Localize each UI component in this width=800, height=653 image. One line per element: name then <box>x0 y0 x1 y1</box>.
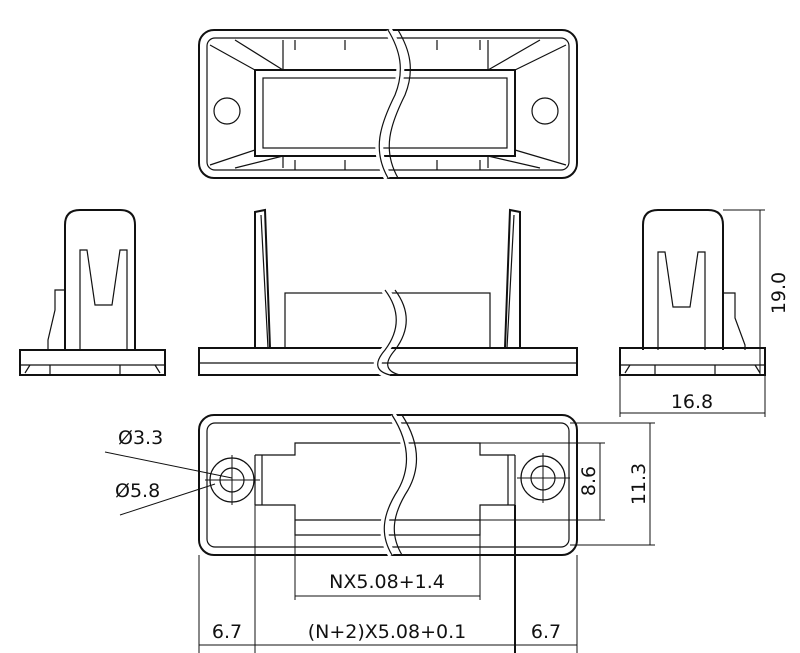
cavity-height-label: 8.6 <box>578 466 600 496</box>
pitch-span-label: NX5.08+1.4 <box>329 571 445 593</box>
mounting-hole-icon <box>213 97 241 125</box>
mounting-hole-icon <box>531 97 559 125</box>
overall-height-label: 19.0 <box>768 272 790 314</box>
left-side-view <box>19 209 166 376</box>
hole-outer-diameter-label: Ø5.8 <box>115 480 160 502</box>
right-side-view: 19.0 16.8 <box>619 209 790 417</box>
side-width-label: 16.8 <box>671 391 713 413</box>
front-view <box>198 208 578 379</box>
top-view <box>198 27 578 180</box>
hole-inner-diameter-label: Ø3.3 <box>118 427 163 449</box>
flange-left-label: 6.7 <box>212 621 242 643</box>
inner-height-label: 11.3 <box>628 463 650 505</box>
bottom-view: Ø3.3 Ø5.8 8.6 11.3 NX5.08+1.4 6.7 (N+2)X… <box>104 412 655 653</box>
total-span-label: (N+2)X5.08+0.1 <box>308 621 467 643</box>
flange-right-label: 6.7 <box>531 621 561 643</box>
